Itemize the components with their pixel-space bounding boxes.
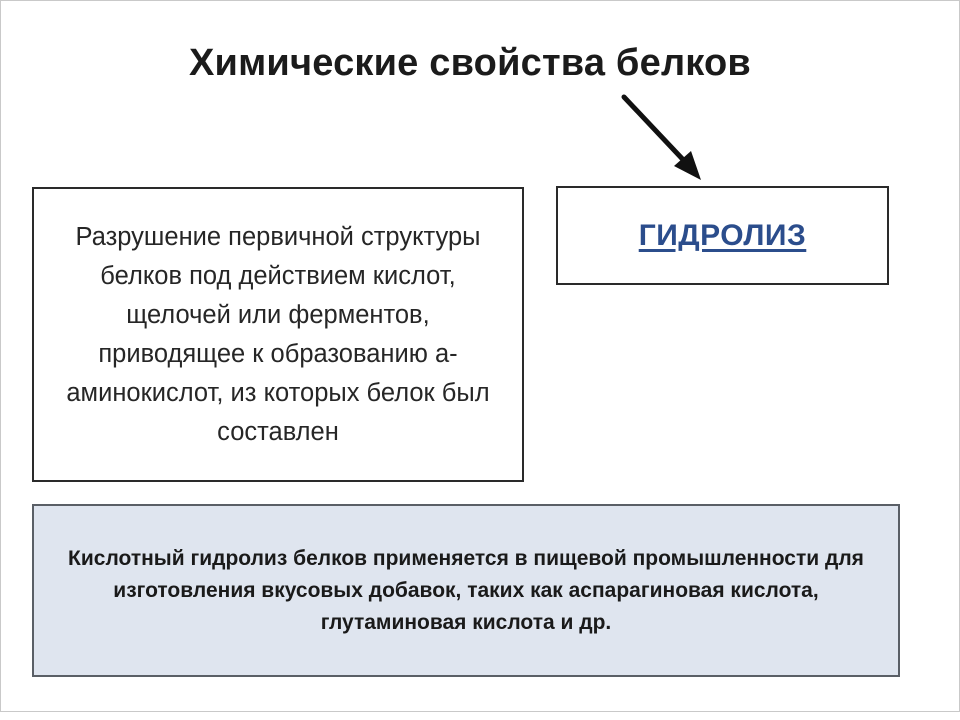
arrow-head <box>674 151 701 180</box>
application-box: Кислотный гидролиз белков применяется в … <box>32 504 900 677</box>
term-text: ГИДРОЛИЗ <box>638 218 807 252</box>
definition-box: Разрушение первичной структуры белков по… <box>32 187 524 482</box>
arrow-shaft <box>621 94 693 170</box>
definition-text: Разрушение первичной структуры белков по… <box>66 222 490 446</box>
slide-title: Химические свойства белков <box>189 42 751 84</box>
term-box: ГИДРОЛИЗ <box>556 186 889 285</box>
application-text: Кислотный гидролиз белков применяется в … <box>68 546 864 634</box>
